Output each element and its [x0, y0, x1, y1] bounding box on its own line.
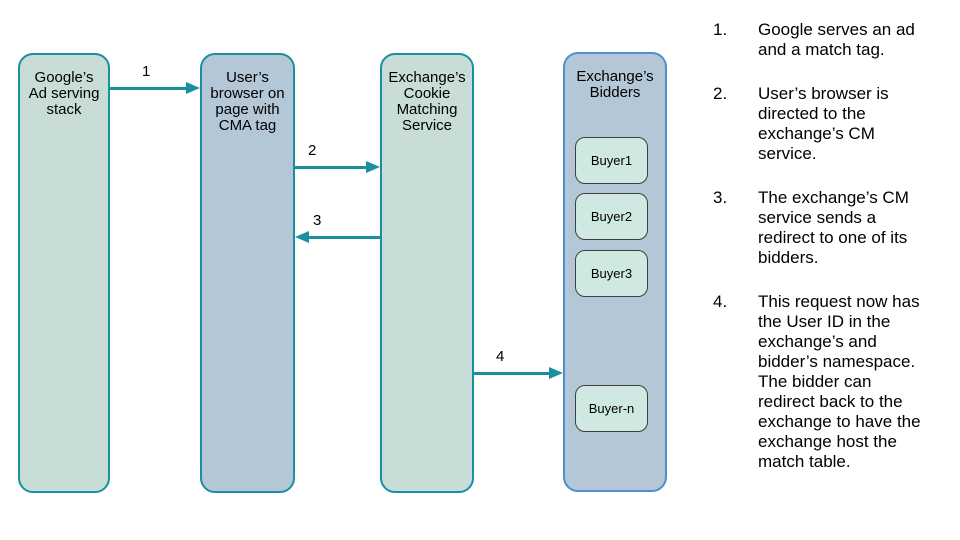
- box-google-ad-stack-label: Google’s Ad serving stack: [28, 69, 100, 118]
- arrow-3-head-icon: [295, 231, 309, 243]
- box-exchange-cm-service: Exchange’s Cookie Matching Service: [380, 53, 474, 493]
- step-item-3: 3. The exchange’s CM service sends a red…: [713, 188, 950, 268]
- box-exchange-bidders-label: Exchange’s Bidders: [576, 68, 654, 101]
- arrow-2-label: 2: [308, 142, 317, 159]
- buyer-n-label: Buyer-n: [588, 401, 635, 416]
- buyer3-box: Buyer3: [575, 250, 648, 297]
- arrow-4-line: [473, 372, 551, 375]
- steps-list: 1. Google serves an ad and a match tag. …: [713, 20, 950, 496]
- step-2-number: 2.: [713, 84, 728, 103]
- arrow-1: 1: [110, 64, 200, 95]
- arrow-1-head-icon: [186, 82, 200, 94]
- step-2-text: User’s browser is directed to the exchan…: [758, 84, 889, 163]
- buyer3-label: Buyer3: [590, 266, 633, 281]
- step-4-text: This request now has the User ID in the …: [758, 292, 921, 471]
- box-user-browser: User’s browser on page with CMA tag: [200, 53, 295, 493]
- box-exchange-cm-service-label: Exchange’s Cookie Matching Service: [388, 69, 466, 134]
- arrow-1-label: 1: [142, 63, 151, 80]
- arrow-4: 4: [473, 349, 563, 380]
- step-1-text: Google serves an ad and a match tag.: [758, 20, 915, 59]
- arrow-2-line: [295, 166, 368, 169]
- buyer2-label: Buyer2: [590, 209, 633, 224]
- buyer1-box: Buyer1: [575, 137, 648, 184]
- step-3-text: The exchange’s CM service sends a redire…: [758, 188, 909, 267]
- arrow-3-line: [307, 236, 380, 239]
- arrow-4-label: 4: [496, 348, 505, 365]
- box-google-ad-stack: Google’s Ad serving stack: [18, 53, 110, 493]
- buyer1-label: Buyer1: [590, 153, 633, 168]
- step-item-2: 2. User’s browser is directed to the exc…: [713, 84, 950, 164]
- box-exchange-bidders: Exchange’s Bidders Buyer1 Buyer2 Buyer3 …: [563, 52, 667, 492]
- step-4-number: 4.: [713, 292, 728, 311]
- arrow-2-head-icon: [366, 161, 380, 173]
- arrow-2: 2: [295, 143, 380, 174]
- arrow-1-line: [110, 87, 188, 90]
- buyer-n-box: Buyer-n: [575, 385, 648, 432]
- step-item-1: 1. Google serves an ad and a match tag.: [713, 20, 950, 60]
- step-1-number: 1.: [713, 20, 728, 39]
- box-user-browser-label: User’s browser on page with CMA tag: [210, 69, 285, 134]
- step-3-number: 3.: [713, 188, 728, 207]
- buyer2-box: Buyer2: [575, 193, 648, 240]
- step-item-4: 4. This request now has the User ID in t…: [713, 292, 950, 472]
- arrow-3-label: 3: [313, 212, 322, 229]
- arrow-4-head-icon: [549, 367, 563, 379]
- arrow-3: 3: [295, 213, 380, 244]
